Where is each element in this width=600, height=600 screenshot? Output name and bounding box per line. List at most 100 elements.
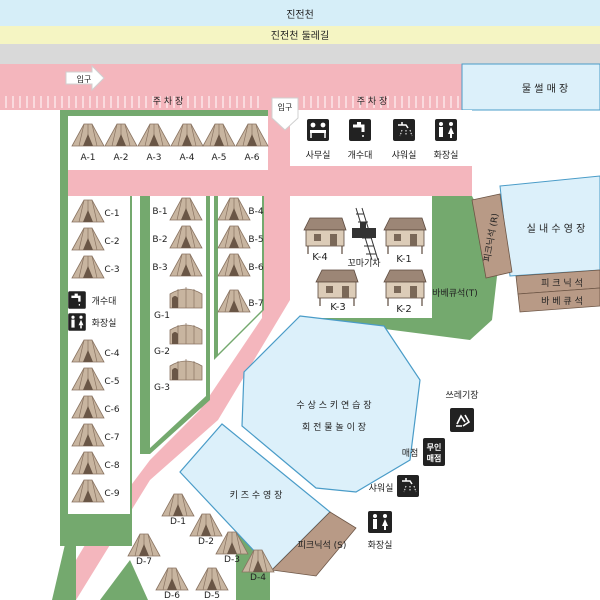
site-c-2[interactable]: C-2 bbox=[71, 227, 120, 251]
site-c-9[interactable]: C-9 bbox=[71, 479, 120, 503]
faucet-icon bbox=[68, 291, 86, 309]
site-d-4[interactable]: D-4 bbox=[241, 549, 275, 583]
site-b-6[interactable]: B-6 bbox=[217, 253, 264, 277]
restroom-icon bbox=[368, 511, 392, 533]
site-label-a-2: A-2 bbox=[114, 153, 129, 163]
site-label-c-3: C-3 bbox=[104, 265, 119, 275]
water-sled-label: 물 썰 매 장 bbox=[522, 83, 568, 95]
site-d-6[interactable]: D-6 bbox=[155, 567, 189, 600]
site-g-2[interactable]: G-2 bbox=[154, 322, 203, 357]
site-label-a-5: A-5 bbox=[212, 153, 227, 163]
site-label-d-3: D-3 bbox=[224, 555, 240, 565]
entrance-arrow-2[interactable] bbox=[271, 97, 299, 131]
site-d-2[interactable]: D-2 bbox=[189, 513, 223, 547]
site-a-2[interactable]: A-2 bbox=[104, 123, 138, 163]
recycle-icon bbox=[450, 408, 474, 432]
site-label-d-4: D-4 bbox=[250, 573, 266, 583]
parking-lines-1 bbox=[5, 96, 259, 108]
train-icon bbox=[352, 207, 379, 261]
grass-bottom bbox=[52, 540, 76, 600]
site-b-5[interactable]: B-5 bbox=[217, 225, 264, 249]
parking-lines-2 bbox=[303, 96, 459, 108]
site-a-1[interactable]: A-1 bbox=[71, 123, 105, 163]
tent-icon bbox=[161, 493, 195, 517]
site-b-1[interactable]: B-1 bbox=[152, 197, 203, 221]
cross-road bbox=[262, 166, 472, 196]
indoor-pool-label: 실 내 수 영 장 bbox=[527, 223, 586, 235]
site-a-3[interactable]: A-3 bbox=[137, 123, 171, 163]
facility-restroom[interactable]: 화장실 bbox=[434, 119, 459, 161]
grass-bottom-2 bbox=[100, 560, 148, 600]
facility-label-shower: 샤워실 bbox=[392, 150, 417, 161]
parking-label-1: 주 차 장 bbox=[153, 95, 184, 107]
site-a-5[interactable]: A-5 bbox=[202, 123, 236, 163]
picnic-r-area bbox=[471, 193, 513, 279]
site-d-7[interactable]: D-7 bbox=[127, 533, 161, 567]
site-g-1[interactable]: G-1 bbox=[154, 286, 203, 321]
site-b-2[interactable]: B-2 bbox=[152, 225, 203, 249]
site-c-1[interactable]: C-1 bbox=[71, 199, 120, 223]
site-k-2[interactable]: K-2 bbox=[383, 269, 427, 315]
site-d-3[interactable]: D-3 bbox=[215, 531, 249, 565]
bbq-strip-label: 바 베 큐 석 bbox=[541, 296, 583, 307]
train-label: 꼬마기차 bbox=[347, 257, 381, 269]
picnic-strip bbox=[515, 269, 600, 295]
site-c-7[interactable]: C-7 bbox=[71, 423, 120, 447]
shower-icon bbox=[393, 119, 415, 141]
office-icon bbox=[307, 119, 329, 141]
facility-office[interactable]: 사무실 bbox=[306, 119, 331, 161]
site-c-8[interactable]: C-8 bbox=[71, 451, 120, 475]
site-label-b-3: B-3 bbox=[152, 263, 167, 273]
parking-lot-2[interactable]: 주 차 장 bbox=[303, 95, 459, 108]
parking-lot-1[interactable]: 주 차 장 bbox=[5, 95, 259, 108]
site-label-d-6: D-6 bbox=[164, 591, 180, 600]
facility-sink-left[interactable]: 개수대 bbox=[68, 291, 116, 309]
site-label-c-9: C-9 bbox=[104, 489, 120, 499]
tent-icon bbox=[189, 513, 223, 537]
facility-label-office: 사무실 bbox=[306, 150, 331, 161]
site-label-b-5: B-5 bbox=[248, 235, 263, 245]
trail-band bbox=[0, 26, 600, 44]
site-label-g-1: G-1 bbox=[154, 311, 170, 321]
entrance-label-1: 입구 bbox=[77, 75, 92, 84]
site-a-6[interactable]: A-6 bbox=[235, 123, 269, 163]
site-label-a-6: A-6 bbox=[245, 153, 260, 163]
site-c-3[interactable]: C-3 bbox=[71, 255, 120, 279]
site-label-k-1: K-1 bbox=[396, 254, 411, 265]
site-g-3[interactable]: G-3 bbox=[154, 358, 203, 393]
site-label-c-6: C-6 bbox=[104, 405, 120, 415]
facility-sink[interactable]: 개수대 bbox=[348, 119, 373, 161]
bbq-strip bbox=[517, 287, 600, 313]
rotating-label: 회 전 물 놀 이 장 bbox=[302, 422, 366, 433]
site-d-1[interactable]: D-1 bbox=[161, 493, 195, 527]
site-b-7[interactable]: B-7 bbox=[217, 289, 264, 313]
site-label-c-5: C-5 bbox=[104, 377, 119, 387]
site-a-4[interactable]: A-4 bbox=[170, 123, 204, 163]
site-label-b-4: B-4 bbox=[248, 207, 263, 217]
site-label-g-3: G-3 bbox=[154, 383, 170, 393]
bbq-t-label: 바베큐석(T) bbox=[432, 288, 478, 299]
trail-label: 진전천 둘레길 bbox=[271, 29, 329, 42]
facility-restroom-left[interactable]: 화장실 bbox=[68, 313, 116, 331]
site-k-1[interactable]: K-1 bbox=[383, 217, 427, 265]
site-label-b-7: B-7 bbox=[248, 299, 263, 309]
trash-label: 쓰레기장 bbox=[445, 390, 478, 401]
facility-shower[interactable]: 샤워실 bbox=[392, 119, 417, 161]
site-c-5[interactable]: C-5 bbox=[71, 367, 120, 391]
site-k-3[interactable]: K-3 bbox=[315, 269, 359, 313]
restroom-icon bbox=[435, 119, 457, 141]
site-label-b-1: B-1 bbox=[152, 207, 167, 217]
site-k-4[interactable]: K-4 bbox=[303, 217, 347, 263]
site-b-4[interactable]: B-4 bbox=[217, 197, 264, 221]
site-label-k-3: K-3 bbox=[330, 302, 345, 313]
store-label: 매점 bbox=[402, 447, 419, 459]
site-c-4[interactable]: C-4 bbox=[71, 339, 120, 363]
entrance-arrow-1[interactable] bbox=[65, 64, 105, 92]
restroom-icon bbox=[68, 313, 86, 331]
site-b-3[interactable]: B-3 bbox=[152, 253, 203, 277]
site-c-6[interactable]: C-6 bbox=[71, 395, 120, 419]
svg-text:매점: 매점 bbox=[427, 453, 442, 463]
site-d-5[interactable]: D-5 bbox=[195, 567, 229, 600]
